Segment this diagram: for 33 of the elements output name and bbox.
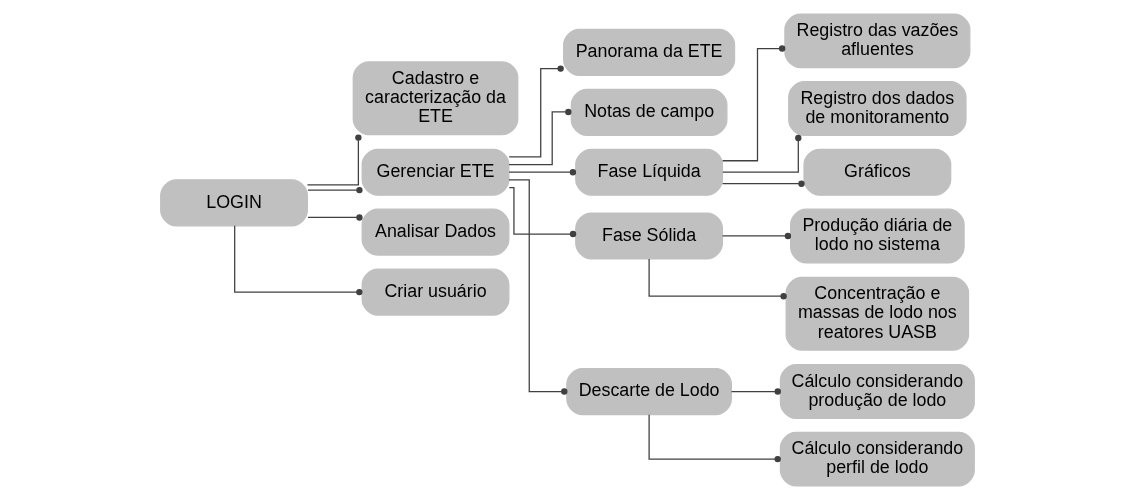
node-box: Cálculo considerando produção de lodo [779, 363, 975, 419]
node-box: Criar usuário [361, 268, 510, 316]
connector [234, 224, 363, 295]
connector [721, 232, 792, 239]
node-box: LOGIN [160, 178, 308, 226]
connector [307, 213, 363, 221]
node-box: Gerenciar ETE [361, 148, 510, 196]
connector [508, 168, 577, 175]
node-box: Concentração e massas de lodo nos reatores UASB [785, 276, 970, 351]
node-box: Analisar Dados [361, 208, 510, 256]
connector [721, 44, 786, 161]
connector [508, 178, 568, 395]
connector [722, 134, 802, 173]
node-box: Fase Sólida [575, 211, 724, 260]
node-box: Notas de campo [570, 88, 728, 136]
node-box: Registro das vazões afluentes [784, 12, 971, 68]
connector [508, 64, 564, 158]
connector [307, 186, 363, 193]
connector [508, 186, 577, 237]
connector [508, 108, 572, 165]
connector [721, 180, 805, 187]
node-box: Panorama da ETE [563, 28, 736, 76]
connector [730, 387, 781, 395]
connector [648, 413, 781, 462]
node-box: Fase Líquida [575, 148, 724, 196]
node-box: Descarte de Lodo [566, 367, 732, 415]
node-box: Registro dos dados de monitoramento [788, 80, 967, 136]
node-box: Cadastro e caracterização da ETE [352, 60, 519, 135]
connector [306, 133, 362, 186]
node-box: Gráficos [803, 148, 952, 196]
connector [648, 257, 787, 299]
node-box: Cálculo considerando perfil de lodo [779, 431, 975, 487]
node-box: Produção diária de lodo no sistema [790, 208, 965, 263]
